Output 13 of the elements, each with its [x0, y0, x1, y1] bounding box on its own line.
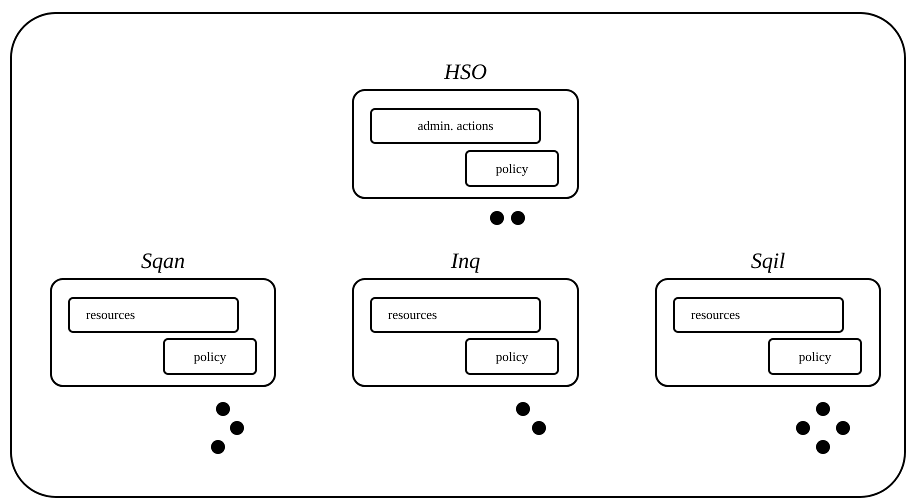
- inner-box: resources: [370, 297, 541, 333]
- inner-box: admin. actions: [370, 108, 541, 144]
- inner-box: resources: [673, 297, 844, 333]
- component-title: Inq: [450, 248, 482, 274]
- component-title: HSO: [443, 59, 488, 85]
- inner-box: policy: [465, 338, 559, 375]
- component-title: Sqan: [140, 248, 186, 274]
- inner-box: policy: [163, 338, 257, 375]
- inner-box: resources: [68, 297, 239, 333]
- component-title: Sqil: [750, 248, 786, 274]
- inner-box: policy: [768, 338, 862, 375]
- inner-box: policy: [465, 150, 559, 187]
- outer-frame: [10, 12, 906, 498]
